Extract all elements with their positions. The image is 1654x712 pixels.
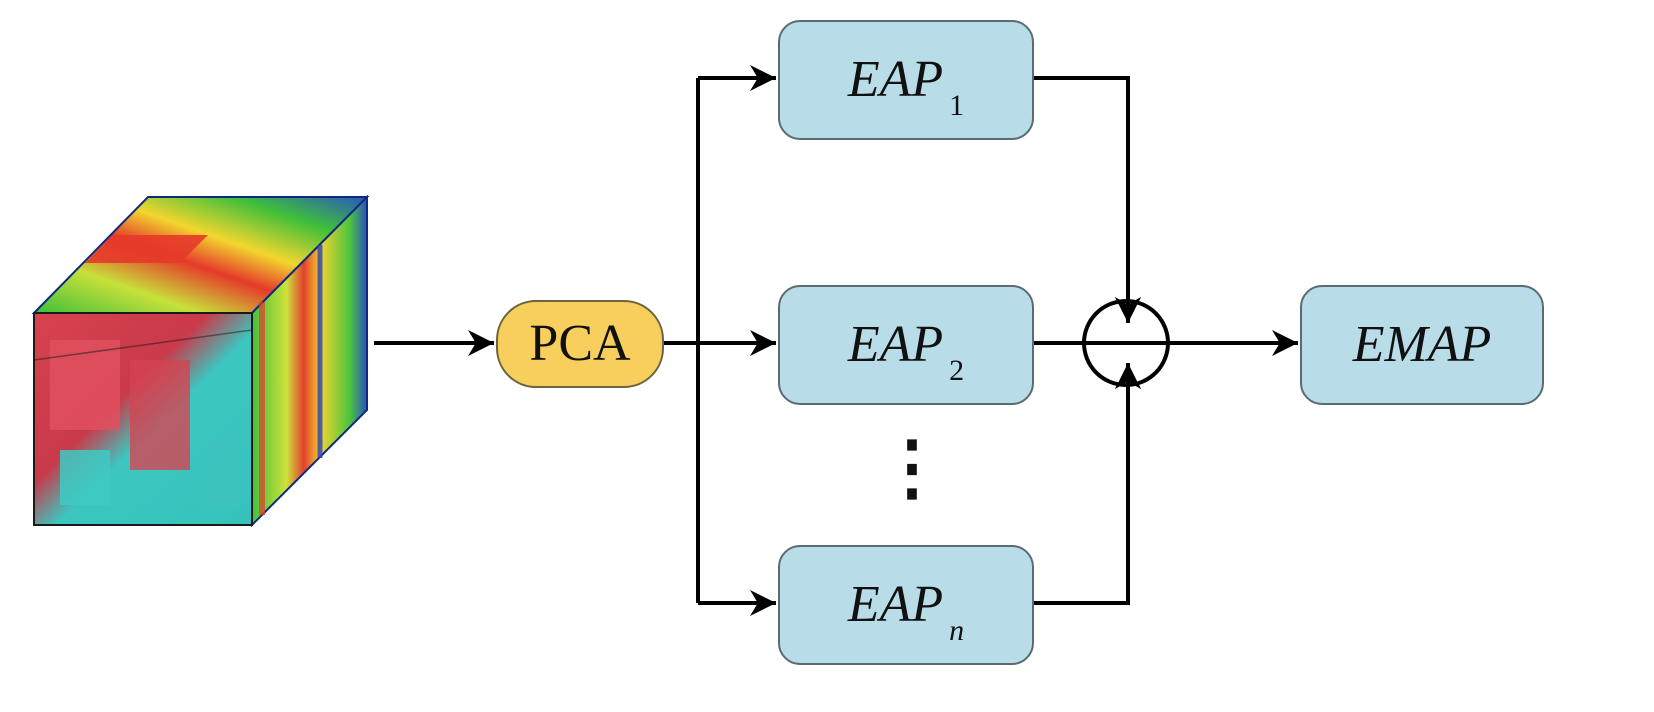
eap-subscript: n <box>949 614 965 647</box>
emap-box: EMAP <box>1300 285 1544 405</box>
pca-box: PCA <box>496 300 664 388</box>
pca-label: PCA <box>529 315 631 372</box>
eap-label: EAP <box>847 316 944 373</box>
eap-label: EAP <box>847 51 944 108</box>
ellipsis-dots: ⋮ <box>876 428 948 508</box>
eap-label: EAP <box>847 576 944 633</box>
arrow-eapn-to-sum <box>1022 363 1141 605</box>
eap-subscript: 1 <box>949 89 965 122</box>
eap-subscript: 2 <box>949 354 965 387</box>
arrow-eap1-to-sum <box>1022 76 1141 323</box>
emap-label: EMAP <box>1352 316 1492 373</box>
